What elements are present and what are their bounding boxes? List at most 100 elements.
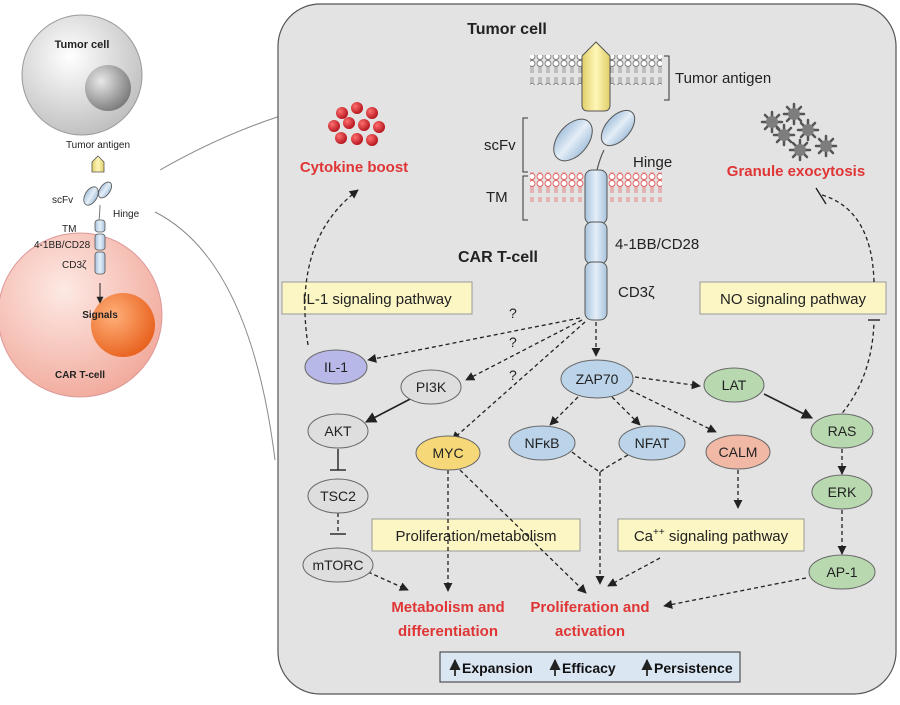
- edges: [304, 187, 880, 609]
- edge-myc-proliferation: [459, 469, 587, 594]
- left-hinge-label: Hinge: [113, 209, 140, 220]
- footer-box: [439, 651, 741, 683]
- ca-pathway-label: Ca++ signaling pathway: [634, 527, 789, 545]
- left-scfv-label: scFv: [52, 195, 73, 206]
- left-costim-segment: [94, 233, 106, 251]
- no-pathway-label: NO signaling pathway: [720, 291, 866, 308]
- edge-car-pi3k: [465, 319, 583, 381]
- svg-text:AP-1: AP-1: [826, 564, 857, 580]
- tm-label: TM: [486, 189, 508, 206]
- svg-text:TSC2: TSC2: [320, 488, 356, 504]
- svg-text:ERK: ERK: [828, 484, 857, 500]
- edge-ca-proliferation: [607, 557, 661, 587]
- footer-efficacy: Efficacy: [562, 660, 616, 676]
- left-costim-label: 4-1BB/CD28: [34, 240, 91, 251]
- svg-text:mTORC: mTORC: [312, 557, 363, 573]
- left-tumor-antigen-label: Tumor antigen: [66, 140, 130, 151]
- ca-pathway-box: [617, 518, 805, 552]
- left-cd3z-segment: [94, 251, 106, 275]
- svg-text:NFκB: NFκB: [525, 435, 560, 451]
- question-mark-myc: ?: [509, 367, 517, 383]
- edge-car-il1: [367, 317, 581, 363]
- node-lat: LAT: [703, 367, 765, 403]
- main-tumor-cell-label: Tumor cell: [467, 21, 547, 38]
- svg-text:LAT: LAT: [722, 377, 747, 393]
- edge-car-myc: [451, 321, 586, 441]
- node-akt: AKT: [307, 413, 369, 449]
- svg-text:CALM: CALM: [719, 444, 758, 460]
- cd3z-segment: [584, 261, 608, 321]
- main-car-t-cell-label: CAR T-cell: [458, 249, 538, 266]
- node-il1: IL-1: [304, 349, 368, 385]
- question-mark-pi3k: ?: [509, 334, 517, 350]
- footer-arrows: [449, 658, 653, 676]
- il1-pathway-box: [281, 281, 473, 315]
- left-tm-label: TM: [62, 224, 76, 235]
- left-car-t-cell-label: CAR T-cell: [55, 370, 105, 381]
- scfv-bracket: [522, 117, 528, 173]
- inhibit-granule-bar: [815, 187, 827, 205]
- tm-bracket: [522, 175, 528, 221]
- no-pathway-box: [699, 281, 887, 315]
- footer-expansion: Expansion: [462, 660, 533, 676]
- question-mark-il1: ?: [509, 305, 517, 321]
- node-tsc2: TSC2: [307, 478, 369, 514]
- tm-segment: [584, 169, 608, 225]
- proliferation-label-line1: Proliferation and: [530, 599, 649, 616]
- svg-text:IL-1: IL-1: [324, 359, 348, 375]
- left-tm-segment: [94, 219, 106, 233]
- hinge-line: [596, 149, 605, 171]
- svg-text:ZAP70: ZAP70: [576, 371, 619, 387]
- costim-segment: [584, 221, 608, 265]
- zoom-line-bottom: [154, 211, 276, 461]
- left-cd3z-label: CD3ζ: [62, 260, 87, 271]
- hinge-label: Hinge: [633, 154, 672, 171]
- svg-text:AKT: AKT: [324, 423, 352, 439]
- edge-lat-ras: [763, 393, 814, 419]
- left-hinge-line: [98, 204, 101, 221]
- node-mtorc: mTORC: [302, 547, 374, 583]
- left-tumor-nucleus: [85, 65, 131, 111]
- node-nfat: NFAT: [618, 425, 686, 461]
- node-myc: MYC: [415, 435, 481, 471]
- edge-zap70-calm: [629, 389, 717, 433]
- svg-text:PI3K: PI3K: [416, 379, 447, 395]
- edge-no-granule: [821, 194, 875, 283]
- node-calm: CALM: [705, 434, 771, 470]
- node-erk: ERK: [811, 474, 873, 510]
- granule-icon: [760, 102, 838, 162]
- edge-ap1-proliferation: [663, 577, 807, 609]
- edge-ras-no: [837, 321, 875, 419]
- edge-mtorc-metabolism: [367, 571, 409, 591]
- node-ap1: AP-1: [808, 554, 876, 590]
- tumor-antigen-bracket: [664, 55, 670, 101]
- tumor-antigen-shape: [581, 41, 611, 112]
- edge-pi3k-akt: [365, 395, 417, 423]
- node-ras: RAS: [810, 413, 874, 449]
- left-antigen-shape: [91, 155, 105, 173]
- proliferation-label-line2: activation: [555, 623, 625, 640]
- metabolism-label-line2: differentiation: [398, 623, 498, 640]
- node-pi3k: PI3K: [400, 369, 462, 405]
- left-overview: Tumor cell Tumor antigen scFv Hinge TM 4…: [0, 14, 163, 398]
- cd3z-label: CD3ζ: [618, 284, 655, 301]
- edge-zap70-lat: [634, 376, 701, 390]
- left-tumor-cell-label: Tumor cell: [55, 39, 110, 51]
- svg-text:MYC: MYC: [432, 445, 463, 461]
- node-zap70: ZAP70: [560, 359, 634, 399]
- il1-pathway-label: IL-1 signaling pathway: [302, 291, 452, 308]
- scfv-lobe-2: [600, 109, 636, 147]
- left-scfv-lobe-1: [83, 186, 99, 206]
- svg-text:RAS: RAS: [828, 423, 857, 439]
- costim-label: 4-1BB/CD28: [615, 236, 699, 253]
- node-nfkb: NFκB: [508, 425, 576, 461]
- svg-text:NFAT: NFAT: [635, 435, 670, 451]
- footer-persistence: Persistence: [654, 660, 733, 676]
- prolif-metab-label: Proliferation/metabolism: [396, 528, 557, 545]
- scfv-label: scFv: [484, 137, 516, 154]
- scfv-lobe-1: [553, 118, 593, 162]
- cytokine-icon: [328, 102, 385, 146]
- metabolism-label-line1: Metabolism and: [391, 599, 504, 616]
- tumor-antigen-label: Tumor antigen: [675, 70, 771, 87]
